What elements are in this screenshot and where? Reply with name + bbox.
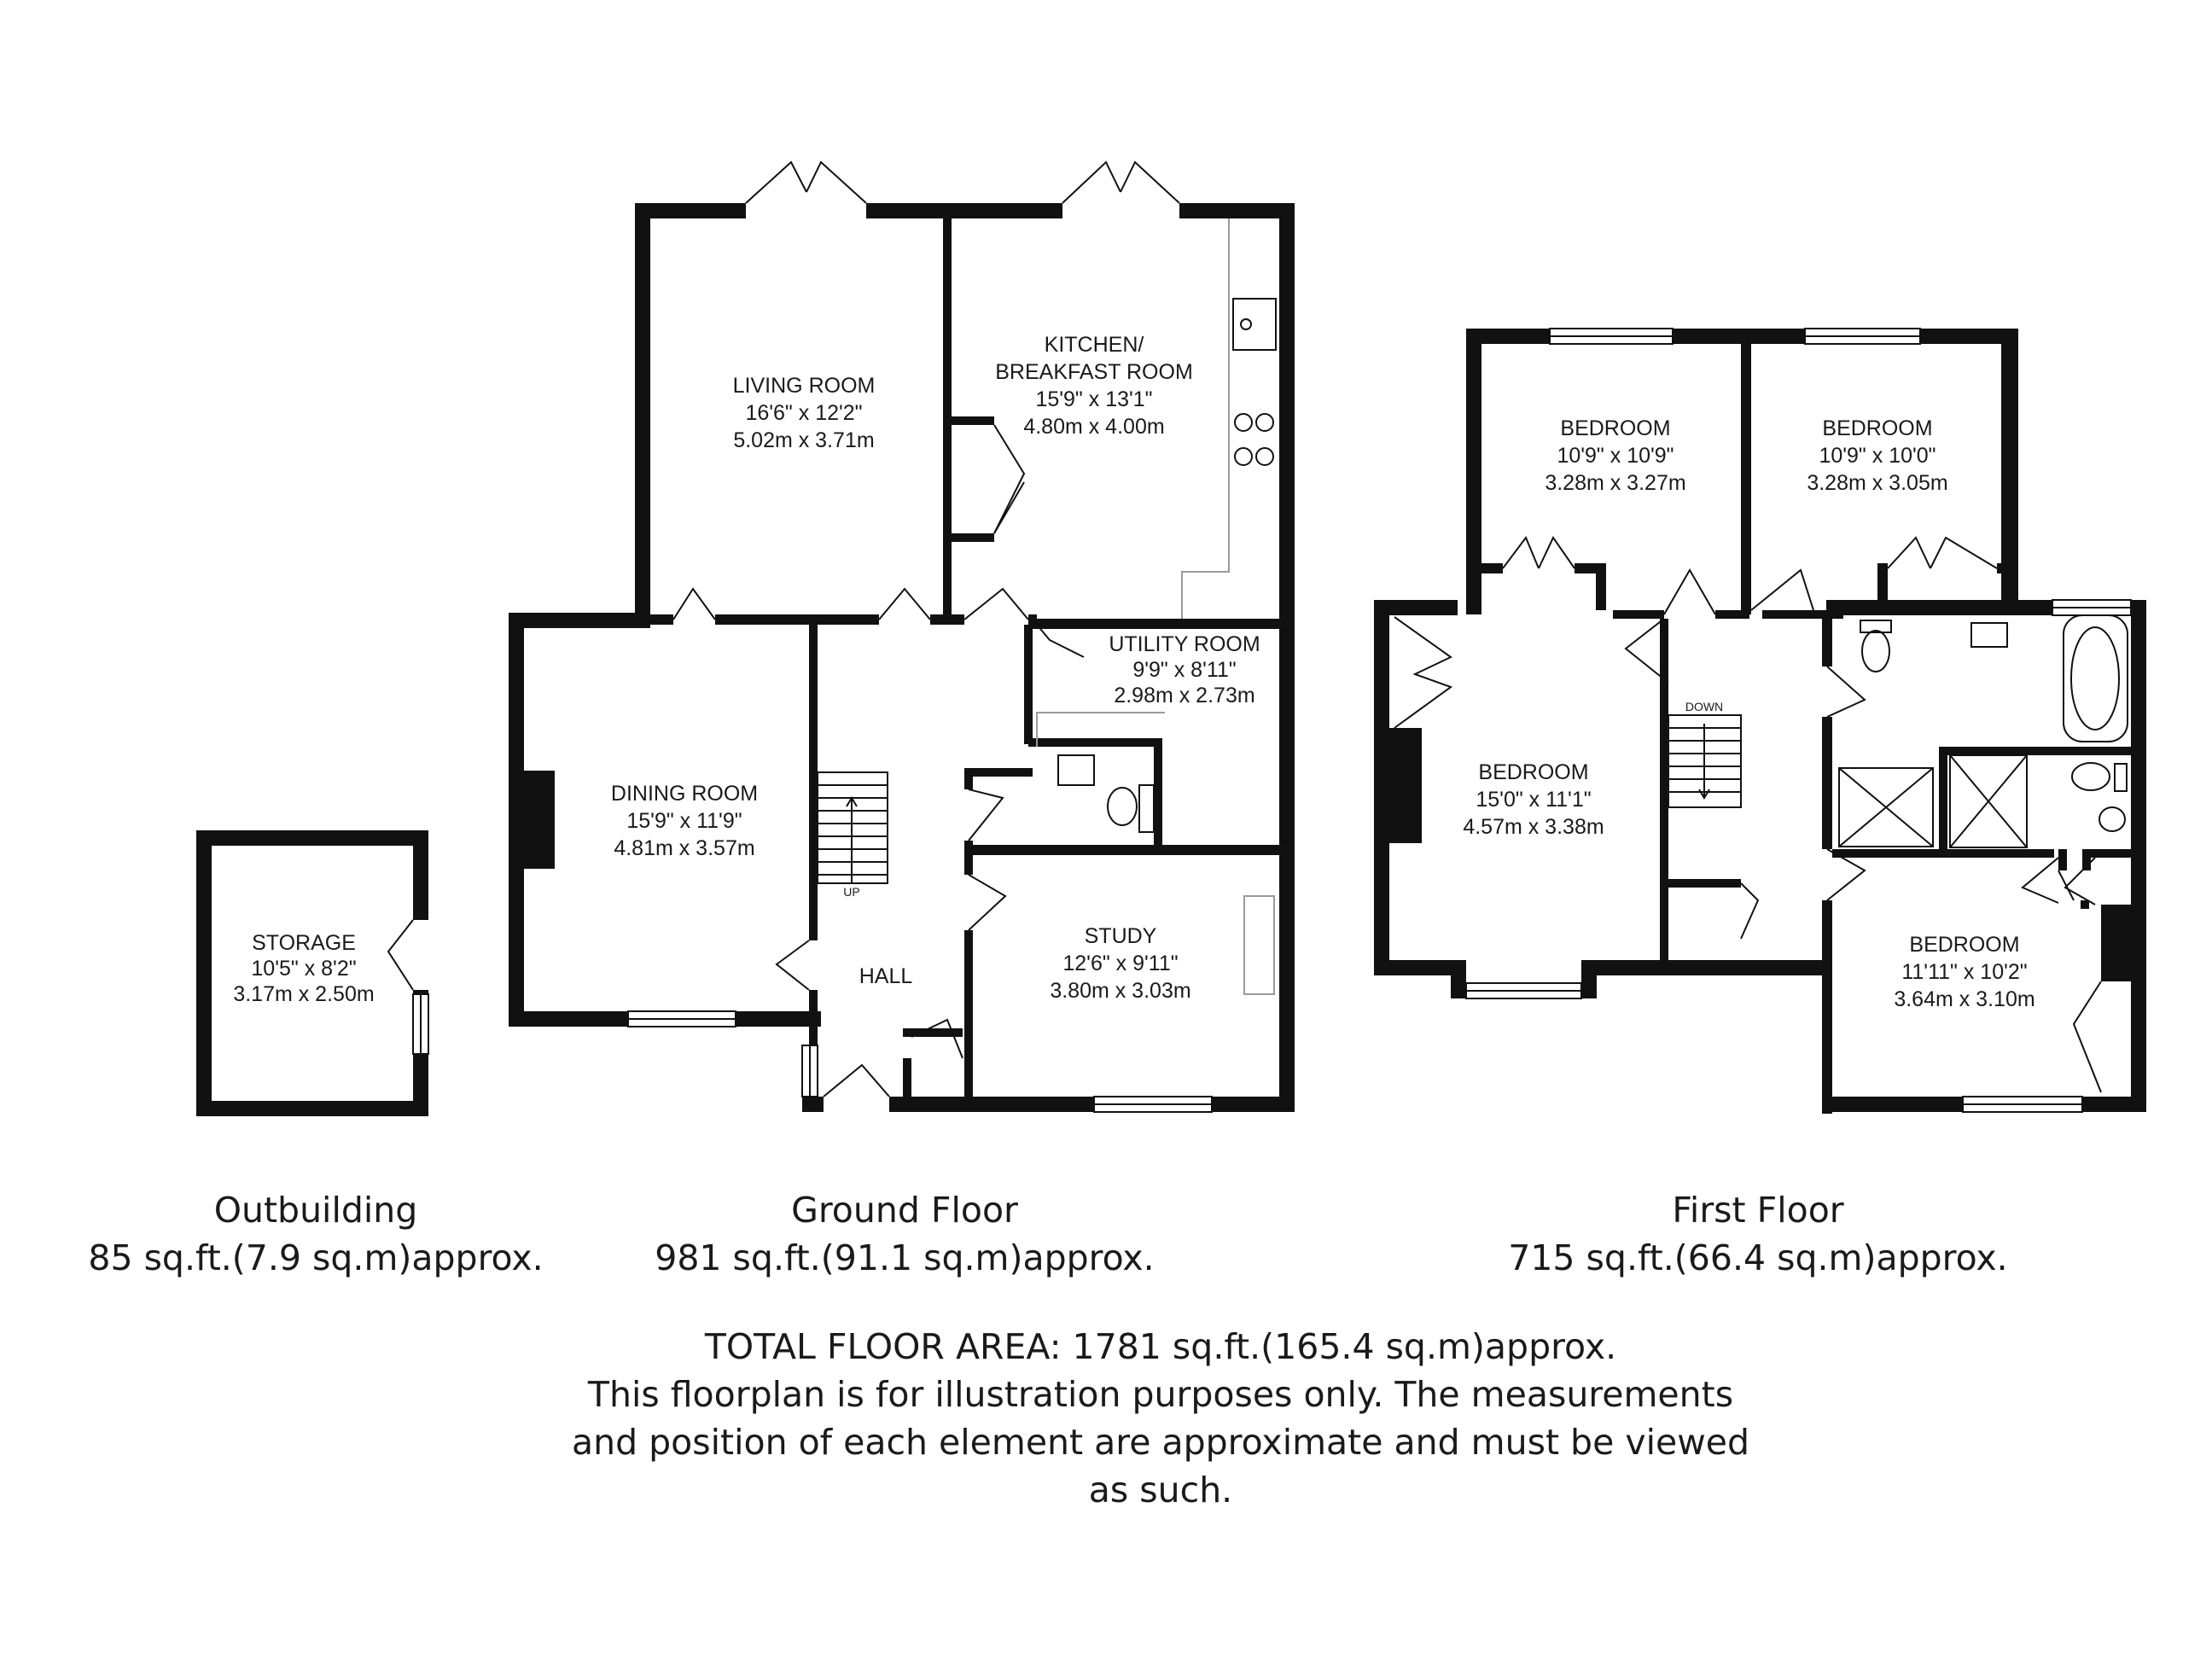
study-metric: 3.80m x 3.03m [1050,979,1190,1003]
first-floor-title: First Floor [1672,1190,1844,1231]
stairs-up-label: UP [843,885,859,899]
first-floor-windows [1465,328,2132,1113]
ground-floor-area: 981 sq.ft.(91.1 sq.m)approx. [655,1237,1155,1278]
disclaimer-line-2: This floorplan is for illustration purpo… [587,1374,1734,1415]
living-room-name: LIVING ROOM [733,374,876,398]
first-floor-plan [1374,328,2146,1114]
first-floor-area: 715 sq.ft.(66.4 sq.m)approx. [1508,1237,2008,1278]
ground-floor-title: Ground Floor [791,1190,1018,1231]
living-room-imperial: 16'6" x 12'2" [745,401,862,425]
storage-metric: 3.17m x 2.50m [233,982,374,1006]
outbuilding-title: Outbuilding [213,1190,418,1231]
bedroom-3-imperial: 15'0" x 11'1" [1476,788,1591,812]
kitchen-metric: 4.80m x 4.00m [1023,415,1164,439]
storage-name: STORAGE [252,931,356,955]
dining-room-metric: 4.81m x 3.57m [614,836,754,860]
bedroom-4-metric: 3.64m x 3.10m [1894,987,2034,1011]
living-room-metric: 5.02m x 3.71m [733,428,874,452]
bedroom-3-metric: 4.57m x 3.38m [1463,815,1604,839]
dining-room-imperial: 15'9" x 11'9" [626,809,742,833]
stairs-up [817,771,888,884]
first-floor-door-swings [1394,536,2102,1093]
bedroom-2-name: BEDROOM [1822,416,1932,440]
bedroom-1-imperial: 10'9" x 10'9" [1557,444,1674,468]
bedroom-1-metric: 3.28m x 3.27m [1545,471,1685,495]
outbuilding-area: 85 sq.ft.(7.9 sq.m)approx. [88,1237,544,1278]
study-fixture [1243,895,1275,995]
kitchen-imperial: 15'9" x 13'1" [1035,387,1152,411]
disclaimer-line-3: and position of each element are approxi… [571,1422,1749,1463]
stairs-down [1668,714,1742,808]
bedroom-4-name: BEDROOM [1909,933,2019,957]
total-floor-area: TOTAL FLOOR AREA: 1781 sq.ft.(165.4 sq.m… [704,1326,1617,1367]
bedroom-2-metric: 3.28m x 3.05m [1807,471,1947,495]
first-floor-caption: First Floor 715 sq.ft.(66.4 sq.m)approx. [1451,1186,2065,1282]
stairs-down-label: DOWN [1685,700,1723,713]
bedroom-3-name: BEDROOM [1478,760,1588,784]
study-imperial: 12'6" x 9'11" [1062,952,1178,975]
door-swings [672,424,1085,1097]
outbuilding-walls [196,830,428,1116]
bathroom-fittings [1838,614,2128,848]
dining-room-name: DINING ROOM [611,782,758,806]
room-labels: STORAGE 10'5" x 8'2" 3.17m x 2.50m LIVIN… [233,333,2034,1011]
french-doors [745,160,1180,204]
hall-name: HALL [859,964,913,988]
bedroom-4-imperial: 11'11" x 10'2" [1901,960,2027,984]
kitchen-name-line2: BREAKFAST ROOM [995,360,1193,384]
kitchen-name: KITCHEN/ [1045,333,1144,357]
storage-imperial: 10'5" x 8'2" [251,957,356,981]
ground-floor-windows [627,1010,1213,1113]
ground-floor-caption: Ground Floor 981 sq.ft.(91.1 sq.m)approx… [614,1186,1195,1282]
ground-floor-plan [509,160,1295,1113]
utility-room-imperial: 9'9" x 8'11" [1132,658,1236,682]
utility-room-metric: 2.98m x 2.73m [1114,684,1254,707]
outbuilding-window [412,993,429,1055]
disclaimer: TOTAL FLOOR AREA: 1781 sq.ft.(165.4 sq.m… [478,1323,1843,1514]
ground-floor-walls [509,203,1295,1112]
utility-room-name: UTILITY ROOM [1109,632,1260,656]
outbuilding-plan [196,830,429,1116]
outbuilding-caption: Outbuilding 85 sq.ft.(7.9 sq.m)approx. [34,1186,597,1282]
utility-fittings [1036,712,1165,833]
bedroom-2-imperial: 10'9" x 10'0" [1819,444,1936,468]
bedroom-1-name: BEDROOM [1560,416,1670,440]
kitchen-counter [1181,218,1277,619]
disclaimer-line-4: as such. [1088,1470,1233,1511]
study-name: STUDY [1085,924,1157,948]
door-swing [387,919,414,991]
